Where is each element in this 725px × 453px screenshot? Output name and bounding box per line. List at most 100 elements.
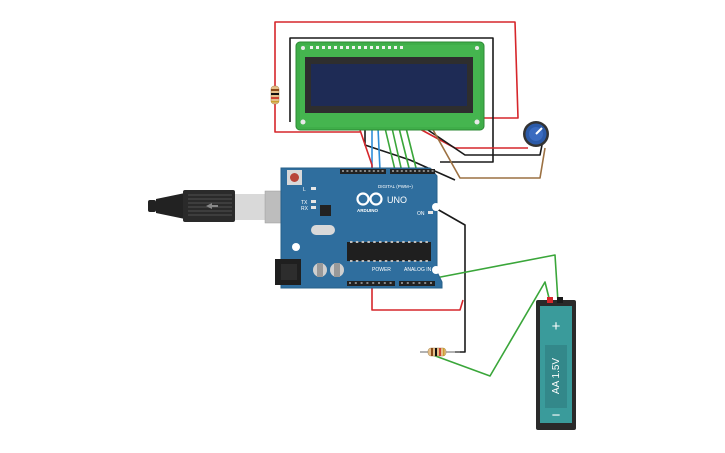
aa-battery[interactable]: + − AA 1.5V bbox=[536, 297, 576, 430]
rx-label: RX bbox=[301, 206, 309, 212]
wire-brown-pot[interactable] bbox=[431, 127, 546, 179]
mcu-pin bbox=[390, 260, 394, 262]
digital-pin bbox=[409, 170, 412, 172]
mcu-pin bbox=[373, 260, 376, 262]
digital-pin bbox=[405, 170, 408, 172]
mcu-pin bbox=[419, 241, 423, 243]
potentiometer[interactable] bbox=[523, 121, 549, 147]
wire-red-down[interactable] bbox=[359, 129, 464, 311]
digital-pin bbox=[346, 170, 349, 172]
digital-pin bbox=[372, 170, 375, 172]
lcd-pin bbox=[328, 46, 331, 49]
digital-pin bbox=[355, 170, 358, 172]
wire-black-pot[interactable] bbox=[424, 127, 543, 156]
arduino-uno-board[interactable]: L TX RX ON ARDUINO UNO DIGITAL (PWM~) bbox=[275, 167, 443, 289]
mcu-pin bbox=[419, 260, 423, 262]
lcd-pins bbox=[310, 46, 403, 49]
mcu-pin bbox=[408, 260, 411, 262]
usb-chip bbox=[320, 205, 331, 216]
digital-pin bbox=[359, 170, 362, 172]
battery-minus: − bbox=[552, 407, 561, 424]
mcu-pin bbox=[379, 241, 382, 243]
mcu-pin bbox=[396, 260, 399, 262]
mcu-pin bbox=[390, 241, 394, 243]
tx-label: TX bbox=[301, 200, 308, 206]
lcd-pin bbox=[340, 46, 343, 49]
lcd-pin bbox=[376, 46, 379, 49]
lcd-pin bbox=[322, 46, 325, 49]
mcu-pin bbox=[396, 241, 399, 243]
digital-pin bbox=[422, 170, 425, 172]
digital-pin bbox=[350, 170, 353, 172]
lcd-pin bbox=[388, 46, 391, 49]
power-pin bbox=[389, 282, 392, 284]
power-pin-header[interactable] bbox=[347, 281, 395, 286]
digital-pins bbox=[342, 170, 434, 172]
wire-green-4[interactable] bbox=[405, 127, 418, 173]
analog-pin bbox=[430, 282, 432, 284]
wire-black-outer[interactable] bbox=[289, 37, 494, 163]
lcd-pin bbox=[400, 46, 403, 49]
lcd-display[interactable] bbox=[295, 41, 485, 131]
power-pin bbox=[360, 282, 363, 284]
mcu-pin bbox=[350, 241, 353, 243]
l-label: L bbox=[303, 187, 306, 193]
mcu-pin bbox=[355, 241, 359, 243]
arduino-infinity-logo-icon bbox=[356, 192, 383, 206]
digital-pin-header[interactable] bbox=[340, 169, 435, 174]
lcd-pin bbox=[316, 46, 319, 49]
mcu-pin bbox=[355, 260, 359, 262]
analog-pin bbox=[406, 282, 409, 284]
wire-green-3[interactable] bbox=[398, 127, 411, 173]
lcd-pin bbox=[370, 46, 373, 49]
power-pin bbox=[349, 282, 351, 284]
analog-pin bbox=[401, 282, 403, 284]
wire-green-battery-top[interactable] bbox=[424, 254, 559, 303]
lcd-pin bbox=[358, 46, 361, 49]
power-pin bbox=[354, 282, 357, 284]
analog-pin bbox=[424, 282, 427, 284]
digital-pin bbox=[381, 170, 384, 172]
usb-cable-icon[interactable] bbox=[148, 190, 306, 224]
power-pin bbox=[378, 282, 380, 284]
wire-red-top[interactable] bbox=[274, 21, 519, 119]
digital-pin bbox=[418, 170, 421, 172]
battery-voltage-label: AA 1.5V bbox=[551, 358, 562, 394]
digital-pin bbox=[392, 170, 394, 172]
mcu-pin bbox=[402, 260, 405, 262]
lcd-pin bbox=[382, 46, 385, 49]
mcu-pin bbox=[379, 260, 382, 262]
mcu-pin bbox=[367, 241, 370, 243]
power-pin bbox=[372, 282, 375, 284]
wire-green-battery-bottom[interactable] bbox=[429, 281, 551, 377]
analog-pin-header[interactable] bbox=[399, 281, 435, 286]
mcu-pin bbox=[384, 260, 388, 262]
digital-pin bbox=[364, 170, 366, 172]
digital-label: DIGITAL (PWM~) bbox=[378, 184, 413, 189]
resistor-bottom[interactable] bbox=[420, 347, 460, 357]
power-pin bbox=[383, 282, 386, 284]
lcd-pin bbox=[364, 46, 367, 49]
analog-label: ANALOG IN bbox=[404, 267, 432, 273]
lcd-pin bbox=[394, 46, 397, 49]
digital-pin bbox=[400, 170, 403, 172]
capacitors bbox=[313, 263, 344, 277]
digital-pin bbox=[431, 170, 434, 172]
bottom-pins bbox=[349, 282, 432, 284]
reset-button-icon[interactable] bbox=[287, 170, 302, 185]
arduino-brand-text: ARDUINO bbox=[357, 208, 378, 213]
lcd-pin bbox=[346, 46, 349, 49]
mcu-pin bbox=[425, 241, 428, 243]
mcu-pin bbox=[413, 260, 417, 262]
wire-green-1[interactable] bbox=[384, 127, 396, 171]
lcd-pin-header bbox=[308, 45, 404, 51]
wire-blue-2[interactable] bbox=[377, 127, 381, 171]
wires bbox=[274, 21, 559, 377]
wire-red-left[interactable] bbox=[274, 102, 360, 133]
resistor-top[interactable] bbox=[270, 85, 280, 105]
digital-pin bbox=[427, 170, 430, 172]
wire-green-2[interactable] bbox=[391, 127, 403, 173]
mcu-pin bbox=[367, 260, 370, 262]
lcd-screen bbox=[311, 64, 467, 106]
